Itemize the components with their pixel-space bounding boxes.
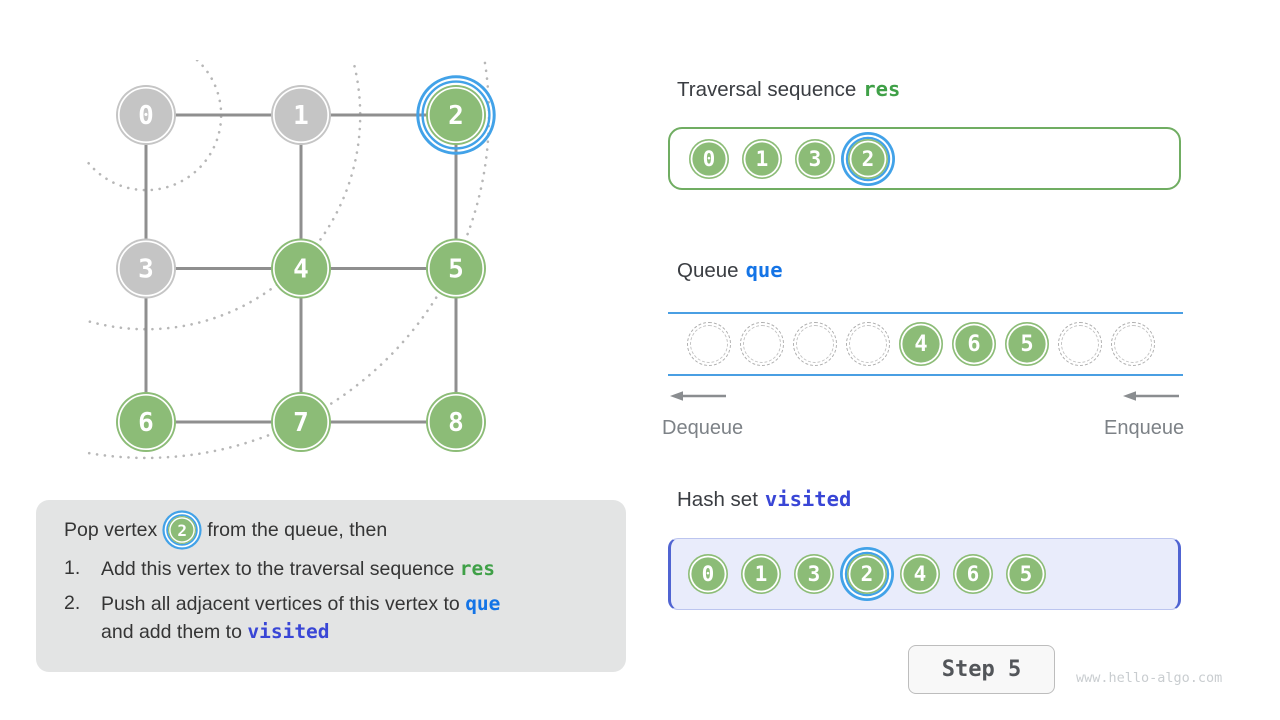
hashset-section-header: Hash set visited (677, 487, 851, 512)
graph-canvas: 0 1 2 3 4 5 6 7 8 (85, 60, 496, 460)
graph-node-6: 6 (116, 392, 176, 452)
current-vertex-chip: 2 (168, 516, 197, 544)
visited-code-token: visited (247, 620, 330, 644)
explanation-step-1-text: Add this vertex to the traversal sequenc… (101, 555, 602, 584)
vertex-chip: 6 (952, 322, 996, 366)
graph-node-0: 0 (116, 85, 176, 145)
graph-node-3: 3 (116, 238, 176, 299)
vertex-chip: 5 (1005, 322, 1049, 366)
svg-text:0: 0 (138, 101, 154, 131)
graph-node-1: 1 (271, 85, 331, 145)
svg-text:8: 8 (448, 408, 464, 438)
svg-text:4: 4 (293, 255, 309, 285)
svg-text:3: 3 (138, 255, 154, 285)
vertex-chip: 1 (742, 138, 782, 179)
queue-slot-empty (740, 322, 784, 366)
queue-slot-empty (1058, 322, 1102, 366)
vertex-chip: 3 (794, 554, 834, 594)
graph-node-4: 4 (271, 238, 331, 299)
vertex-chip-highlighted: 2 (848, 138, 888, 179)
explanation-intro-suffix: from the queue, then (207, 518, 388, 541)
vertex-chip: 3 (795, 138, 835, 179)
svg-text:2: 2 (448, 101, 464, 131)
queue-slot-empty (687, 322, 731, 366)
svg-text:1: 1 (293, 101, 309, 131)
traversal-section-header: Traversal sequence res (677, 77, 900, 102)
graph-node-8: 8 (426, 392, 486, 452)
graph-node-2-current: 2 (416, 75, 496, 155)
que-code-token: que (465, 591, 501, 615)
list-number: 2. (64, 591, 81, 614)
queue-slot-empty (793, 322, 837, 366)
vertex-chip: 0 (688, 554, 728, 594)
graph-node-7: 7 (271, 392, 331, 452)
explanation-intro-prefix: Pop vertex (64, 518, 158, 541)
queue-section-header: Queue que (677, 258, 783, 283)
graph-node-5: 5 (426, 238, 486, 299)
vertex-chip: 6 (953, 554, 993, 594)
svg-text:7: 7 (293, 408, 309, 438)
step-2-text-1: Push all adjacent vertices of this verte… (101, 592, 466, 615)
svg-text:6: 6 (138, 408, 154, 438)
enqueue-label: Enqueue (1104, 417, 1185, 439)
visited-code-token: visited (764, 487, 852, 511)
list-number: 1. (64, 557, 81, 579)
que-code-token: que (745, 258, 783, 282)
dequeue-arrow-icon (670, 391, 726, 401)
vertex-chip: 4 (900, 554, 940, 594)
explanation-box: Pop vertex 2 from the queue, then 1. Add… (36, 500, 626, 672)
bfs-wave-arc (85, 60, 223, 192)
vertex-chip: 5 (1006, 554, 1046, 594)
explanation-step-2: 2. Push all adjacent vertices of this ve… (64, 590, 602, 647)
traversal-label: Traversal sequence (677, 78, 857, 101)
res-code-token: res (863, 77, 901, 101)
queue-slot-empty (1111, 322, 1155, 366)
vertex-chip-highlighted: 2 (847, 554, 887, 594)
watermark: www.hello-algo.com (1076, 670, 1223, 686)
explanation-step-2-text: Push all adjacent vertices of this verte… (101, 590, 602, 647)
vertex-chip: 0 (689, 138, 729, 179)
queue-label: Queue (677, 259, 739, 282)
vertex-chip: 4 (899, 322, 943, 366)
step-button[interactable]: Step 5 (908, 645, 1055, 694)
step-2-text-2: and add them to (101, 621, 248, 644)
hashset-label: Hash set (677, 488, 758, 511)
res-code-token: res (459, 557, 496, 580)
explanation-intro: Pop vertex 2 from the queue, then (64, 516, 602, 544)
queue-slot-empty (846, 322, 890, 366)
step-1-text: Add this vertex to the traversal sequenc… (101, 558, 460, 580)
enqueue-arrow-icon (1123, 391, 1179, 401)
vertex-chip: 1 (741, 554, 781, 594)
explanation-step-1: 1. Add this vertex to the traversal sequ… (64, 555, 602, 584)
svg-text:5: 5 (448, 255, 464, 285)
dequeue-label: Dequeue (662, 417, 744, 439)
